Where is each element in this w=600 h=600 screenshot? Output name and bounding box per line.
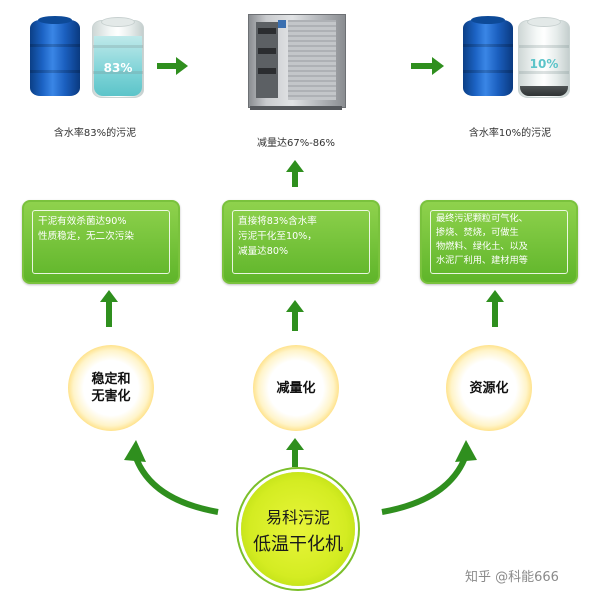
- box-right-line-3: 物燃料、绿化土、以及: [436, 241, 528, 252]
- sludge-barrel-10: 10%: [518, 17, 570, 98]
- curved-arrow-right: [381, 453, 469, 515]
- circle-middle-label: 减量化: [276, 381, 316, 396]
- center-title-line-1: 易科污泥: [265, 508, 330, 527]
- box-reduction: 直接将83%含水率 污泥干化至10%， 减量达80%: [222, 200, 380, 284]
- box-middle-line-1: 直接将83%含水率: [238, 216, 317, 227]
- blue-barrel-right: [463, 16, 513, 96]
- moisture-label-10: 10%: [529, 57, 559, 71]
- circle-left-line-1: 稳定和: [91, 372, 131, 387]
- dryer-machine-image: [248, 14, 346, 112]
- moisture-label-83: 83%: [103, 61, 133, 75]
- caption-output-sludge: 含水率10%的污泥: [468, 128, 552, 139]
- circle-reduction: 减量化: [253, 345, 339, 431]
- blue-barrel-left: [30, 16, 80, 96]
- box-left-line-2: 性质稳定，无二次污染: [38, 231, 134, 242]
- curved-arrow-right-head: [455, 440, 477, 462]
- box-left-line-1: 干泥有效杀菌达90%: [38, 216, 127, 227]
- circle-left-line-2: 无害化: [91, 389, 131, 404]
- center-title-line-2: 低温干化机: [253, 534, 343, 555]
- caption-input-sludge: 含水率83%的污泥: [53, 128, 137, 139]
- box-middle-line-3: 减量达80%: [238, 246, 289, 257]
- box-stabilization: 干泥有效杀菌达90% 性质稳定，无二次污染: [22, 200, 180, 284]
- center-machine-circle: 易科污泥 低温干化机: [241, 472, 355, 586]
- box-right-line-1: 最终污泥颗粒可气化、: [436, 213, 528, 224]
- curved-arrow-left: [132, 453, 219, 515]
- box-resource: 最终污泥颗粒可气化、 掺烧、焚烧，可做生 物燃料、绿化土、以及 水泥厂利用、建材…: [420, 200, 578, 284]
- watermark: 知乎 @科能666: [465, 570, 559, 585]
- box-right-line-2: 掺烧、焚烧，可做生: [436, 227, 519, 238]
- sludge-barrel-83: 83%: [92, 17, 144, 98]
- circle-stabilization: 稳定和 无害化: [68, 345, 154, 431]
- circle-right-label: 资源化: [469, 381, 509, 396]
- circle-resource: 资源化: [446, 345, 532, 431]
- box-middle-line-2: 污泥干化至10%，: [238, 231, 317, 242]
- box-right-line-4: 水泥厂利用、建材用等: [436, 255, 528, 266]
- curved-arrow-left-head: [124, 440, 146, 462]
- caption-volume-reduction: 减量达67%-86%: [256, 138, 336, 149]
